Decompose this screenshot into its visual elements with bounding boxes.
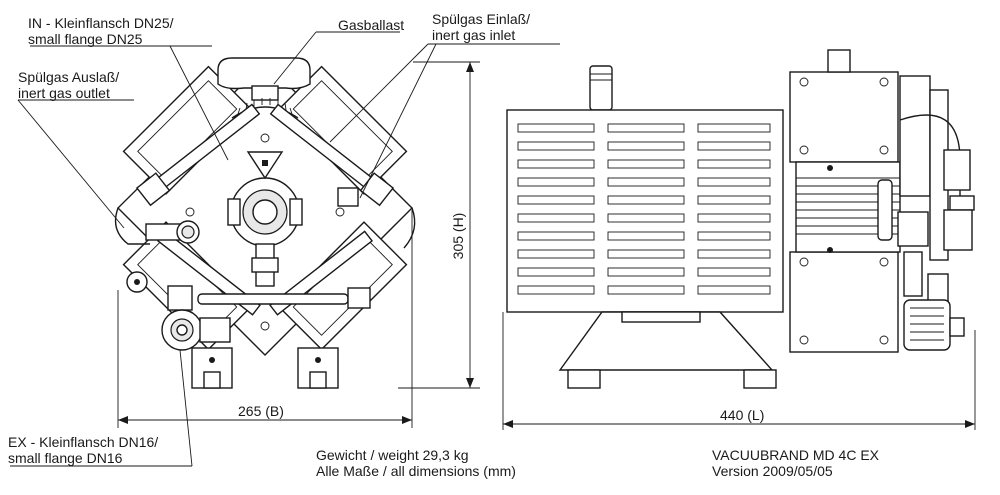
version-note: Version 2009/05/05: [712, 463, 833, 479]
leader-lines: [10, 31, 560, 467]
ex-flange-label-de: EX - Kleinflansch DN16/: [8, 434, 159, 450]
gasballast-label: Gasballast: [338, 17, 405, 33]
ex-flange-label-en: small flange DN16: [8, 450, 123, 466]
weight-note: Gewicht / weight 29,3 kg: [316, 447, 469, 463]
purge-inlet-label-de: Spülgas Einlaß/: [432, 11, 531, 27]
height-dimension: 305 (H): [450, 212, 466, 260]
side-view: [506, 49, 975, 389]
in-flange-label-en: small flange DN25: [28, 31, 143, 47]
purge-inlet-label-en: inert gas inlet: [432, 27, 516, 43]
front-view: [114, 57, 416, 389]
in-flange-label-de: IN - Kleinflansch DN25/: [28, 15, 174, 31]
dimension-lines: [117, 61, 976, 430]
model-name: VACUUBRAND MD 4C EX: [712, 447, 879, 463]
units-note: Alle Maße / all dimensions (mm): [316, 463, 516, 479]
length-dimension: 440 (L): [720, 407, 765, 423]
purge-outlet-label-de: Spülgas Auslaß/: [18, 69, 120, 85]
width-dimension: 265 (B): [238, 403, 284, 419]
purge-outlet-label-en: inert gas outlet: [18, 85, 110, 101]
